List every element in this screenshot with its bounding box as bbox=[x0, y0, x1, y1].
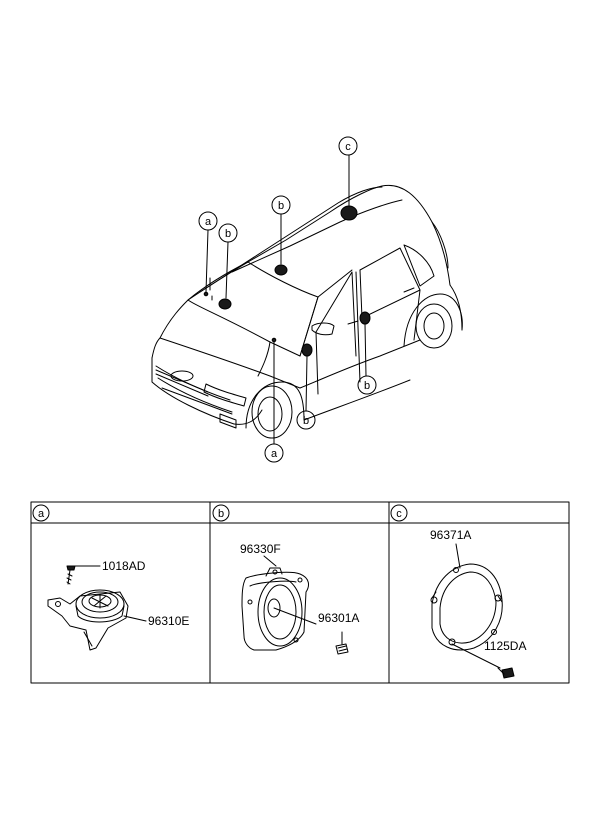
panel-c-label: c bbox=[396, 508, 402, 520]
part-number-96301A: 96301A bbox=[318, 611, 359, 625]
callout-b-label: b bbox=[225, 228, 231, 240]
callout-b-label: b bbox=[303, 415, 309, 427]
speaker-markers bbox=[203, 205, 371, 357]
panel-a-label: a bbox=[38, 508, 45, 520]
callouts bbox=[198, 136, 377, 463]
front-door-speaker-marker-left bbox=[274, 264, 288, 276]
callout-a-top bbox=[198, 211, 218, 231]
roof-speaker-assembly bbox=[430, 543, 515, 679]
callout-b-label: b bbox=[278, 200, 284, 212]
roof-speaker-marker bbox=[340, 205, 358, 221]
callout-b-bottom bbox=[296, 410, 316, 430]
front-door-speaker-marker bbox=[301, 343, 313, 357]
tweeter-marker bbox=[271, 337, 277, 343]
vehicle-drawing bbox=[151, 184, 463, 439]
part-number-96330F: 96330F bbox=[240, 542, 281, 556]
callout-b-left bbox=[218, 223, 238, 243]
rear-door-speaker-marker bbox=[359, 311, 371, 325]
callout-b-right bbox=[357, 375, 377, 395]
part-number-96371A: 96371A bbox=[430, 528, 471, 542]
part-number-1018AD: 1018AD bbox=[102, 559, 146, 573]
door-speaker-assembly bbox=[241, 555, 349, 655]
callout-a-label: a bbox=[271, 448, 278, 460]
callout-a-bottom bbox=[264, 443, 284, 463]
callout-b-label: b bbox=[364, 380, 370, 392]
callout-a-label: a bbox=[205, 216, 212, 228]
callout-c-label: c bbox=[345, 141, 351, 153]
part-number-1125DA: 1125DA bbox=[484, 639, 526, 653]
dash-speaker-marker bbox=[218, 298, 232, 310]
callout-c bbox=[338, 136, 358, 156]
part-number-96310E: 96310E bbox=[148, 614, 189, 628]
panel-b-label: b bbox=[218, 508, 224, 520]
tweeter-marker-left bbox=[203, 291, 209, 297]
callout-b-top bbox=[271, 195, 291, 215]
parts-table bbox=[30, 501, 570, 684]
leader-lines bbox=[205, 154, 367, 445]
tweeter-assembly bbox=[47, 565, 147, 651]
